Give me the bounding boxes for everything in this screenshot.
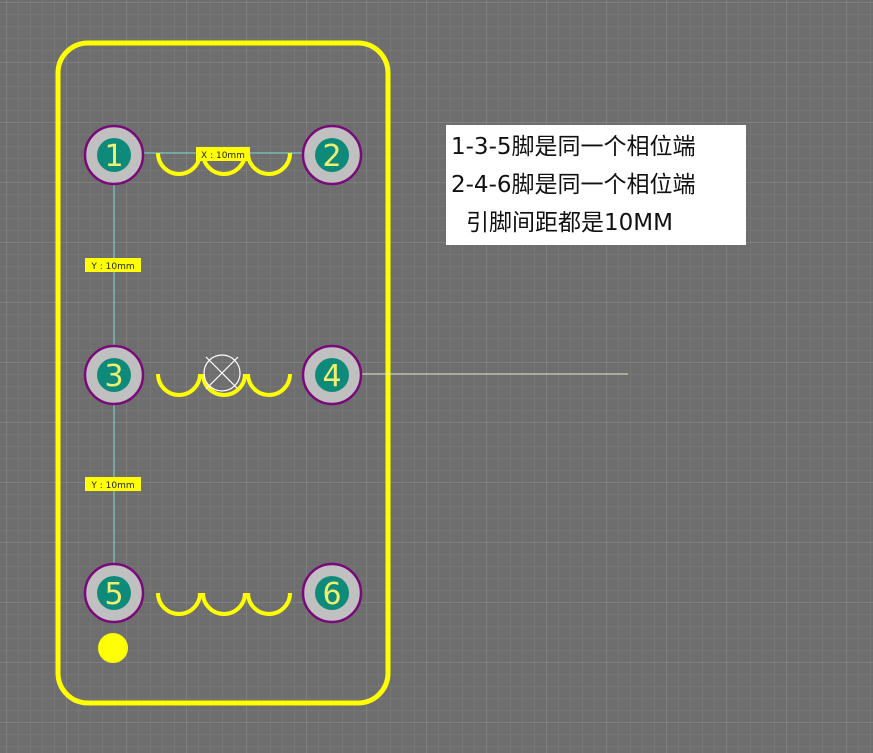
dimension-label-y-bottom-text: Y : 10mm xyxy=(90,481,134,491)
note-line-1: 1-3-5脚是同一个相位端 xyxy=(451,134,696,160)
pad-6[interactable]: 6 xyxy=(301,562,363,624)
note-line-3: 引脚间距都是10MM xyxy=(466,210,673,236)
pad-number: 4 xyxy=(322,359,341,394)
dimension-label-y-top-text: Y : 10mm xyxy=(90,262,134,272)
pad-5[interactable]: 5 xyxy=(83,562,145,624)
pad-number: 5 xyxy=(104,577,123,612)
crosshair-circle-icon xyxy=(203,354,241,392)
coil-row-1 xyxy=(156,152,292,176)
pad-2[interactable]: 2 xyxy=(301,124,363,186)
pad-number: 1 xyxy=(104,139,123,174)
pad-number: 2 xyxy=(322,139,341,174)
pad-1[interactable]: 1 xyxy=(83,124,145,186)
pad-number: 3 xyxy=(104,359,123,394)
pad-3[interactable]: 3 xyxy=(83,344,145,406)
pad-number: 6 xyxy=(322,577,341,612)
filled-dot-icon xyxy=(98,633,128,663)
silkscreen-outline xyxy=(55,40,391,706)
coil-row-3 xyxy=(156,592,292,616)
dimension-label-y-top: Y : 10mm xyxy=(85,258,141,272)
coil-row-2 xyxy=(156,373,292,397)
note-line-2: 2-4-6脚是同一个相位端 xyxy=(451,172,696,198)
pad-4[interactable]: 4 xyxy=(301,344,363,406)
dimension-label-x: X : 10mm xyxy=(196,147,250,161)
dimension-label-x-text: X : 10mm xyxy=(201,151,245,161)
dimension-label-y-bottom: Y : 10mm xyxy=(85,477,141,491)
note-box: 1-3-5脚是同一个相位端 2-4-6脚是同一个相位端 引脚间距都是10MM xyxy=(446,125,746,245)
